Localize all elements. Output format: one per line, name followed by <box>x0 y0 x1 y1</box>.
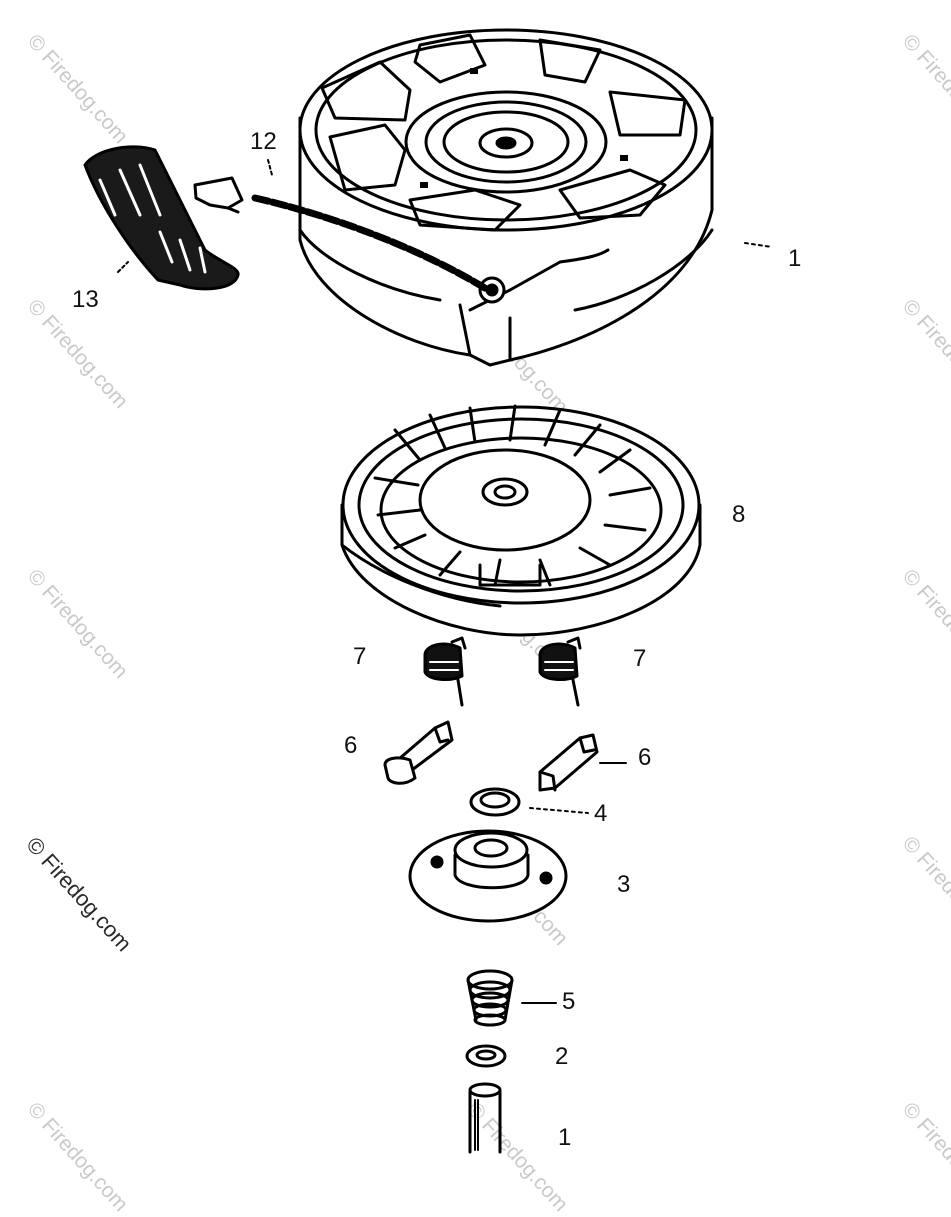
part-13-starter-handle <box>83 145 244 291</box>
part-7-pawl-spring-left <box>423 636 467 707</box>
part-12-starter-rope <box>251 194 492 294</box>
part-1-center-pin <box>468 1082 502 1154</box>
callout-5-spring: 5 <box>562 988 576 1015</box>
callout-3-plate: 3 <box>617 871 631 898</box>
callout-7-spring-right: 7 <box>633 645 647 672</box>
callout-8-pulley: 8 <box>732 501 746 528</box>
callout-1-housing: 1 <box>788 245 802 272</box>
part-3-retainer-plate <box>408 829 568 923</box>
callout-1-pin: 1 <box>558 1124 572 1151</box>
callout-13-handle: 13 <box>72 286 99 313</box>
part-1-starter-housing <box>298 28 714 367</box>
part-8-rope-pulley <box>340 404 702 637</box>
callout-2-washer: 2 <box>555 1043 569 1070</box>
callout-4-washer: 4 <box>594 800 608 827</box>
part-2-washer <box>465 1044 507 1068</box>
callout-7-spring-left: 7 <box>353 643 367 670</box>
part-4-washer <box>469 787 521 817</box>
leader-lines <box>117 159 773 1004</box>
callout-12-rope: 12 <box>250 128 277 155</box>
callout-6-pawl-left: 6 <box>344 732 358 759</box>
callout-6-pawl-right: 6 <box>638 744 652 771</box>
part-6-pawl-right <box>538 733 599 792</box>
part-5-compression-spring <box>466 969 514 1027</box>
part-6-pawl-left <box>383 720 454 785</box>
part-7-pawl-spring-right <box>538 636 582 707</box>
